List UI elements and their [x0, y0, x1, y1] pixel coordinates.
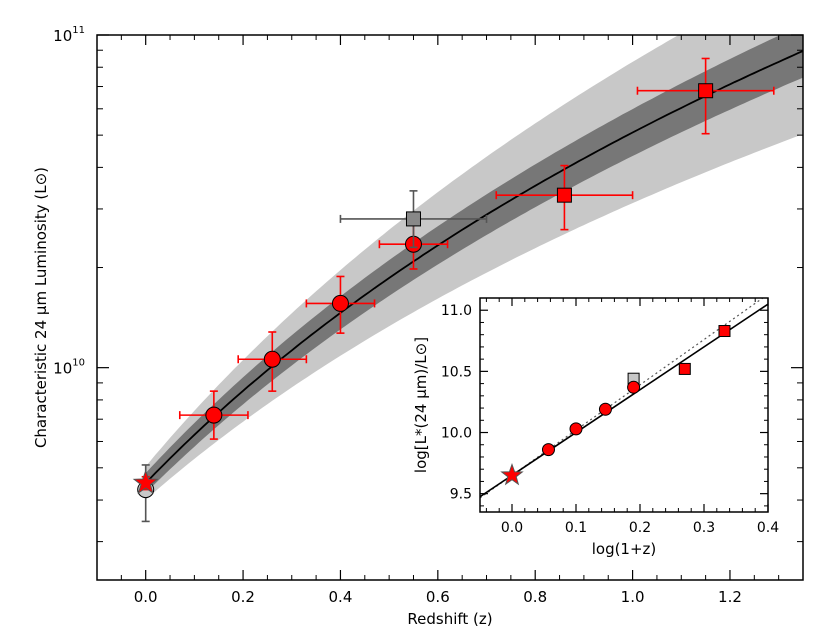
x-tick-label: 0.0: [134, 588, 158, 606]
data-point: [178, 390, 249, 440]
inset-x-axis-label: log(1+z): [592, 540, 657, 558]
square-marker: [405, 211, 421, 227]
inset-square-marker: [718, 325, 731, 338]
x-tick-label: 0.8: [523, 588, 547, 606]
x-tick-label: 1.0: [621, 588, 645, 606]
inset-x-tick-label: 0.3: [693, 520, 715, 536]
inset-x-tick-label: 0.1: [565, 520, 587, 536]
data-point: [636, 57, 775, 135]
y-tick-label: 1010: [53, 358, 85, 378]
main-plot-frame: [96, 34, 804, 581]
square-marker: [556, 187, 572, 203]
square-marker: [698, 83, 714, 99]
y-tick-label: 1011: [53, 25, 85, 45]
data-point: [339, 190, 488, 249]
x-tick-label: 1.2: [718, 588, 742, 606]
inset-circle-marker: [627, 380, 641, 394]
fit-curve: [145, 50, 803, 484]
data-point: [237, 331, 308, 392]
data-point: [495, 164, 634, 231]
inset-x-tick-label: 0.4: [757, 520, 779, 536]
y-axis-label: Characteristic 24 μm Luminosity (L⊙): [32, 167, 50, 448]
x-tick-label: 0.6: [426, 588, 450, 606]
inset-square-marker: [678, 362, 691, 375]
inset-circle-marker: [569, 422, 583, 436]
inset-circle-marker: [598, 402, 612, 416]
inset-x-tick-label: 0.2: [629, 520, 651, 536]
inset-y-tick-label: 9.5: [450, 487, 472, 503]
fit-line: [145, 50, 803, 484]
data-point: [305, 275, 376, 334]
inset-y-axis-label: log[L*(24 μm)/L⊙]: [412, 337, 430, 473]
circle-marker: [263, 350, 281, 368]
fit-uncertainty-bands: [145, 35, 803, 500]
inset-x-tick-label: 0.0: [501, 520, 523, 536]
inset-dotted-line: [480, 298, 764, 499]
star-marker: [132, 469, 159, 495]
main-axis-ticks: 0.0 0.2 0.4 0.6 0.8 1.0 1.2 1010 1011: [53, 25, 804, 606]
x-tick-label: 0.4: [329, 588, 353, 606]
x-axis-label: Redshift (z): [407, 610, 492, 628]
data-point: [132, 469, 159, 495]
inset-y-tick-label: 11.0: [441, 303, 472, 319]
x-tick-label: 0.2: [231, 588, 255, 606]
inset-data-points: [500, 325, 731, 486]
inset-y-tick-label: 10.5: [441, 364, 472, 380]
data-points: [132, 57, 775, 523]
inset-frame: [479, 297, 769, 513]
inset-axis-ticks: 0.0 0.1 0.2 0.3 0.4 9.5 10.0 10.5 11.0: [441, 297, 779, 536]
inner-band: [145, 35, 803, 493]
inset-y-tick-label: 10.0: [441, 426, 472, 442]
circle-marker: [331, 294, 349, 312]
inset-star-marker: [500, 463, 524, 486]
circle-marker: [205, 406, 223, 424]
inset-circle-marker: [541, 443, 555, 457]
